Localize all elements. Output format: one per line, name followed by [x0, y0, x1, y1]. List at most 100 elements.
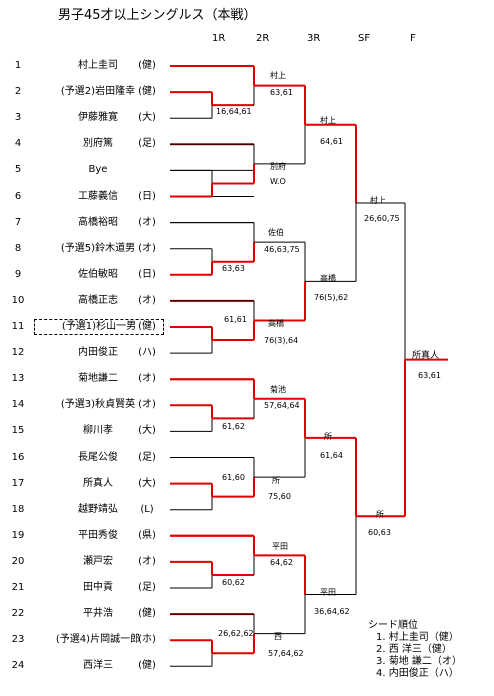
- player-club: (足): [138, 582, 156, 593]
- player-name: 所真人: [83, 477, 113, 489]
- player-club: (県): [138, 529, 156, 541]
- seed-number: 18: [11, 503, 25, 515]
- player-club: (健): [138, 86, 156, 98]
- player-club: (オ): [138, 373, 156, 385]
- champion-name: 所真人: [412, 351, 440, 361]
- player-club: (健): [138, 608, 156, 620]
- seed-title: シード順位: [368, 620, 418, 631]
- winner-text: 平田: [320, 588, 336, 597]
- player-club: (オ): [138, 294, 156, 306]
- seed-number: 3: [14, 112, 22, 124]
- round-header-sf: SF: [358, 33, 371, 44]
- player-club: (足): [138, 138, 156, 150]
- player-name: 高橋裕昭: [78, 216, 118, 228]
- winner-text: 高橋: [320, 274, 336, 283]
- seed-number: 4: [14, 138, 22, 150]
- score-text: 61,60: [222, 473, 245, 482]
- player-name: (予選2)岩田隆幸: [60, 86, 136, 98]
- winner-text: 高橋: [268, 319, 284, 328]
- seed-number: 7: [14, 216, 22, 228]
- player-name: Bye: [88, 164, 108, 176]
- player-name: 内田俊正: [78, 347, 118, 359]
- page-title: 男子45才以上シングルス（本戦）: [58, 8, 257, 23]
- seed-number: 6: [14, 190, 22, 202]
- player-name: 菊地謙二: [78, 373, 118, 385]
- seed-item: 3. 菊地 謙二（オ）: [376, 656, 462, 667]
- player-club: (大): [138, 425, 156, 437]
- seed-number: 22: [11, 608, 25, 620]
- score-text: 61,61: [224, 315, 247, 324]
- player-name: 柳川孝: [83, 425, 113, 437]
- player-name: 工藤義信: [78, 190, 118, 202]
- score-text: 61,62: [222, 422, 245, 431]
- winner-text: 別府: [270, 162, 286, 171]
- score-text: 75,60: [268, 492, 291, 501]
- winner-text: 西: [274, 632, 282, 641]
- score-text: 36,64,62: [314, 607, 350, 616]
- score-text: 57,64,64: [264, 401, 300, 410]
- player-name: 瀬戸宏: [83, 555, 113, 567]
- winner-text: 村上: [370, 196, 386, 205]
- score-text: 76(3),64: [264, 336, 299, 345]
- winner-text: 平田: [272, 542, 288, 551]
- seed-number: 2: [14, 86, 22, 98]
- winner-text: 所: [272, 476, 280, 485]
- seed-number: 8: [14, 242, 22, 254]
- player-name: 平田秀俊: [78, 529, 118, 541]
- player-name: 佐伯敏昭: [78, 268, 118, 280]
- player-name: 長尾公俊: [78, 451, 118, 463]
- score-text: 63,61: [270, 88, 293, 97]
- seed-number: 5: [14, 164, 22, 176]
- seed-number: 23: [11, 634, 25, 646]
- seed-number: 13: [11, 373, 25, 385]
- seed-list: シード順位 1. 村上圭司（健） 2. 西 洋三（健） 3. 菊地 謙二（オ） …: [368, 620, 462, 680]
- seed-number: 21: [11, 582, 25, 593]
- score-text: 61,64: [320, 451, 343, 460]
- player-club: (大): [138, 477, 156, 489]
- player-name: 村上圭司: [78, 60, 118, 71]
- player-club: (日): [138, 190, 156, 202]
- round-header-1r: 1R: [212, 33, 226, 44]
- score-text: 26,60,75: [364, 214, 400, 223]
- seed-number: 11: [11, 321, 25, 332]
- winner-text: 村上: [320, 116, 336, 125]
- score-text: 16,64,61: [216, 107, 252, 116]
- winner-text: 菊池: [270, 385, 286, 394]
- player-club: (健): [138, 60, 156, 71]
- player-club: (健): [138, 321, 156, 332]
- round-header-f: F: [410, 33, 416, 44]
- seed-number: 16: [11, 451, 25, 463]
- round-header-2r: 2R: [256, 33, 270, 44]
- seed-number: 24: [11, 660, 25, 672]
- score-text: 60,62: [222, 578, 245, 587]
- round-header-3r: 3R: [307, 33, 321, 44]
- score-text: 63,63: [222, 264, 245, 273]
- player-name: (予選3)秋貞賢英: [60, 399, 136, 411]
- winner-text: 佐伯: [268, 228, 284, 237]
- player-club: (ハ): [138, 347, 156, 359]
- seed-number: 20: [11, 555, 25, 567]
- score-text: 76(5),62: [314, 293, 349, 302]
- player-club: (足): [138, 451, 156, 463]
- score-text: 64,61: [320, 137, 343, 146]
- winner-text: 所: [376, 510, 384, 519]
- score-text: 64,62: [270, 558, 293, 567]
- score-text: W.O: [270, 177, 286, 186]
- player-club: (L): [140, 503, 154, 515]
- seed-number: 17: [11, 477, 25, 489]
- score-text: 26,62,62: [218, 629, 254, 638]
- seed-number: 19: [11, 529, 25, 541]
- seed-number: 9: [14, 268, 22, 280]
- player-club: (日): [138, 268, 156, 280]
- player-name: 越野靖弘: [78, 503, 118, 515]
- player-name: 伊藤雅寛: [78, 112, 118, 124]
- player-name: 高橋正志: [78, 294, 118, 306]
- player-club: (健): [138, 660, 156, 672]
- player-club: (オ): [138, 216, 156, 228]
- player-name: (予選5)鈴木道男: [60, 242, 136, 254]
- score-text: 57,64,62: [268, 649, 304, 658]
- player-club: (オ): [138, 242, 156, 254]
- seed-item: 1. 村上圭司（健）: [376, 632, 459, 643]
- seed-item: 2. 西 洋三（健）: [376, 644, 452, 655]
